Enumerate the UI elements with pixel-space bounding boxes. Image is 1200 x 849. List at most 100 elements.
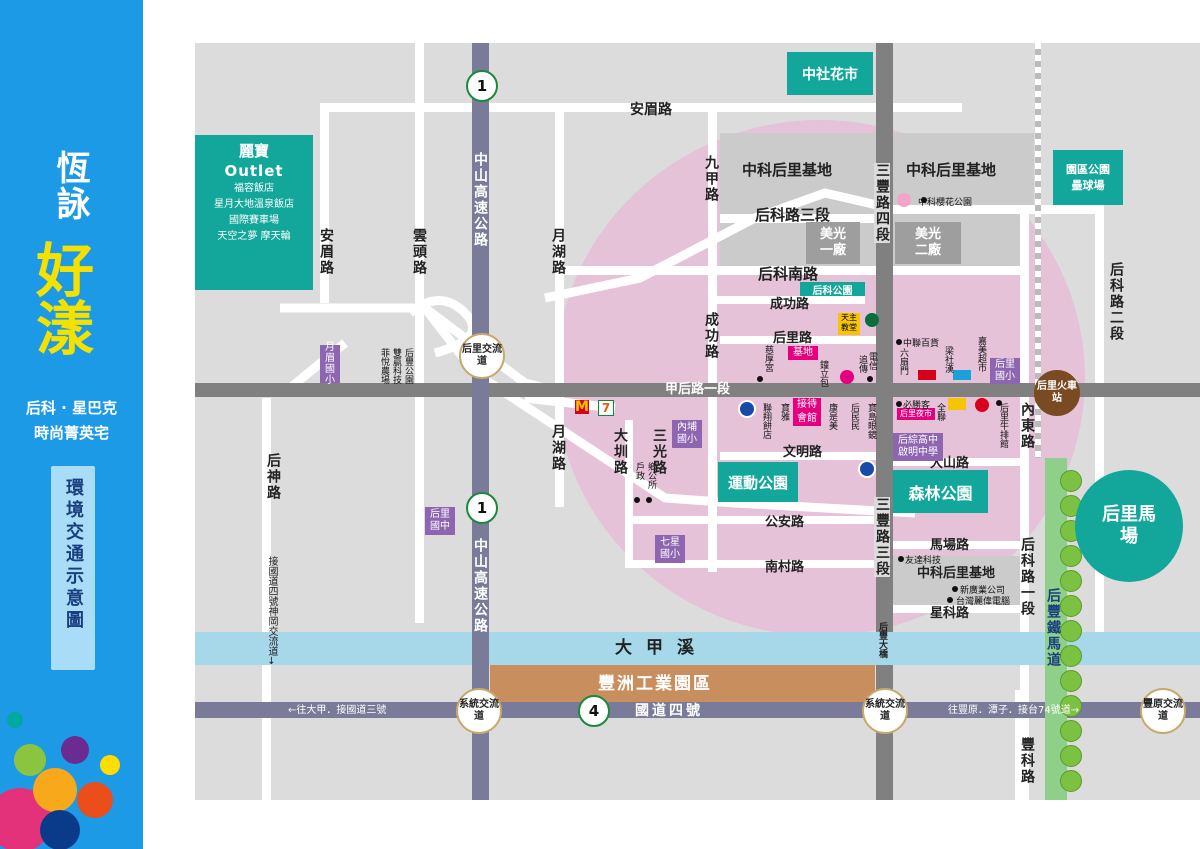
tree-icon: [1060, 745, 1082, 767]
poi-dot: [898, 556, 904, 562]
road-yuehu: [555, 112, 564, 507]
tree-icon: [1060, 770, 1082, 792]
interchange-system-right: 系統交流道: [862, 688, 908, 734]
decorative-swirl-icon: [0, 712, 120, 849]
highway-national4-label: 國道四號: [635, 703, 703, 719]
road-anmei-top: [320, 103, 962, 112]
poi-houmin: 后民民: [849, 403, 859, 430]
poi-dot: [952, 586, 958, 592]
road-label-nancun: 南村路: [765, 560, 805, 575]
poi-church: 天主教堂: [838, 313, 860, 335]
place-meiguang2: 美光二廠: [895, 222, 961, 264]
road-label-machang: 馬場路: [930, 538, 970, 553]
store-logo-icon: [975, 398, 989, 412]
place-industrial: 豐洲工業園區: [598, 674, 712, 694]
road-dazhen: [625, 420, 633, 568]
place-base-left: 中科后里基地: [742, 161, 833, 179]
road-sanfeng: [876, 43, 893, 800]
road-houshen: [262, 398, 271, 800]
bank-icon: [858, 460, 876, 478]
road-label-sanfeng4: 三豐路四段: [874, 163, 890, 243]
outlet-word: Outlet: [224, 162, 284, 180]
poi-dot: [921, 197, 927, 203]
road-label-yuehu-lower: 月湖路: [550, 424, 566, 472]
road-neidong: [1020, 205, 1029, 800]
diagram-title-box: [51, 466, 95, 670]
road-anmei-left: [320, 103, 329, 303]
brand-tagline-1: 后科 · 星巴克: [25, 399, 118, 417]
road-label-shengang: 接國道四號神岡交流道↓: [266, 556, 277, 667]
poi-gongsuo: 鄉公所: [646, 462, 656, 489]
school-neipu: 內埔國小: [672, 420, 702, 448]
tree-icon: [1060, 570, 1082, 592]
road-houkenan: [565, 266, 1025, 275]
poi-lisai: 雙贏科技: [391, 348, 401, 384]
road-label-houke2: 后科路二段: [1108, 262, 1124, 342]
road-label-jiahou: 甲后路一段: [665, 382, 731, 397]
outlet-item: 星月大地溫泉飯店: [214, 199, 294, 210]
poi-zhonglian: 中聯百貨: [903, 339, 940, 349]
road-label-sanguang: 三光路: [651, 428, 667, 476]
road-wenming: [720, 452, 880, 460]
direction-to-dajia: ←往大甲．接國道三號: [288, 705, 387, 716]
poi-dot: [896, 339, 902, 345]
place-yuanqu: 園區公園壘球場: [1053, 150, 1123, 205]
road-gongan: [625, 516, 880, 524]
poi-dot: [634, 497, 640, 503]
tree-icon: [1060, 595, 1082, 617]
seven-eleven-icon: 7: [598, 400, 614, 416]
road-label-sanfeng3: 三豐路三段: [874, 497, 890, 577]
direction-to-fengyuan: 往豐原．潭子．接台74號道→: [948, 705, 1080, 716]
road-label-anmei-left: 安眉路: [318, 228, 334, 276]
85c-icon: [840, 370, 854, 384]
poi-xinguang: 新廣業公司: [960, 586, 1006, 596]
brand-tagline-2: 時尚菁英宅: [33, 424, 109, 442]
highway-shield-icon: 1: [466, 70, 498, 102]
poi-zhongcheng: 鐘立包: [818, 360, 828, 387]
place-outlet: 麗寶 Outlet 福容飯店 星月大地溫泉飯店 國際賽車場 天空之夢 摩天輪: [195, 135, 313, 290]
poi-site: 基地: [788, 346, 818, 360]
road-label-yuntou: 雲頭路: [411, 228, 427, 276]
outlet-name: 麗寶: [238, 142, 269, 160]
place-racecourse: 后里馬場: [1075, 470, 1183, 582]
sakura-icon: [897, 193, 911, 207]
poi-jiamian: 后里牛排館: [998, 403, 1008, 448]
interchange-fengyuan: 豐原交流道: [1140, 688, 1186, 734]
poi-huhu: 戶政: [634, 462, 644, 480]
tree-icon: [1060, 545, 1082, 567]
road-dashan: [890, 458, 1020, 466]
road-label-gongan: 公安路: [765, 515, 805, 530]
place-houke-park: 后科公園: [800, 282, 865, 297]
poi-bibi: 必勝客: [903, 401, 931, 411]
poi-baoya: 寶雅: [779, 403, 789, 421]
brand-name-line2: 好漾: [26, 240, 94, 356]
poi-dot: [896, 401, 902, 407]
place-base-right: 中科后里基地: [906, 161, 997, 179]
road-label-houke1: 后科路一段: [1019, 537, 1035, 617]
highway-national4: [195, 702, 1200, 718]
outlet-item: 天空之夢 摩天輪: [217, 231, 291, 242]
poi-taiwanli: 台灣麗偉電腦: [956, 597, 1011, 607]
school-houli-elem: 后里國小: [990, 358, 1020, 384]
poi-quanlian: 全聯: [935, 403, 945, 421]
highway-label-zhongshan-upper: 中山高速公路: [472, 152, 488, 248]
road-label-chenggong-v: 成功路: [703, 312, 719, 360]
road-label-jiujia: 九甲路: [703, 155, 719, 203]
poi-dot: [646, 497, 652, 503]
sidebar: [0, 0, 143, 849]
road-label-bikeway: 后豐鐵馬道: [1045, 588, 1061, 668]
outlet-item: 福容飯店: [234, 183, 274, 194]
road-label-houli: 后里路: [773, 331, 813, 346]
road-label-bridge: 后豐大橋: [877, 622, 887, 658]
poi-liumen: 六扇門: [898, 348, 908, 375]
mcdonalds-icon: M: [575, 399, 589, 415]
poi-nightmarket: 后里夜市: [897, 408, 935, 420]
tree-icon: [1060, 720, 1082, 742]
road-label-houke3: 后科路三段: [755, 206, 831, 224]
tree-icon: [1060, 470, 1082, 492]
road-label-dazhen: 大圳路: [612, 428, 628, 476]
tree-icon: [1060, 695, 1082, 717]
poi-reception: 接待會館: [793, 398, 821, 426]
poi-cishou: 慈厚宮: [763, 345, 773, 372]
poi-dot: [867, 376, 873, 382]
